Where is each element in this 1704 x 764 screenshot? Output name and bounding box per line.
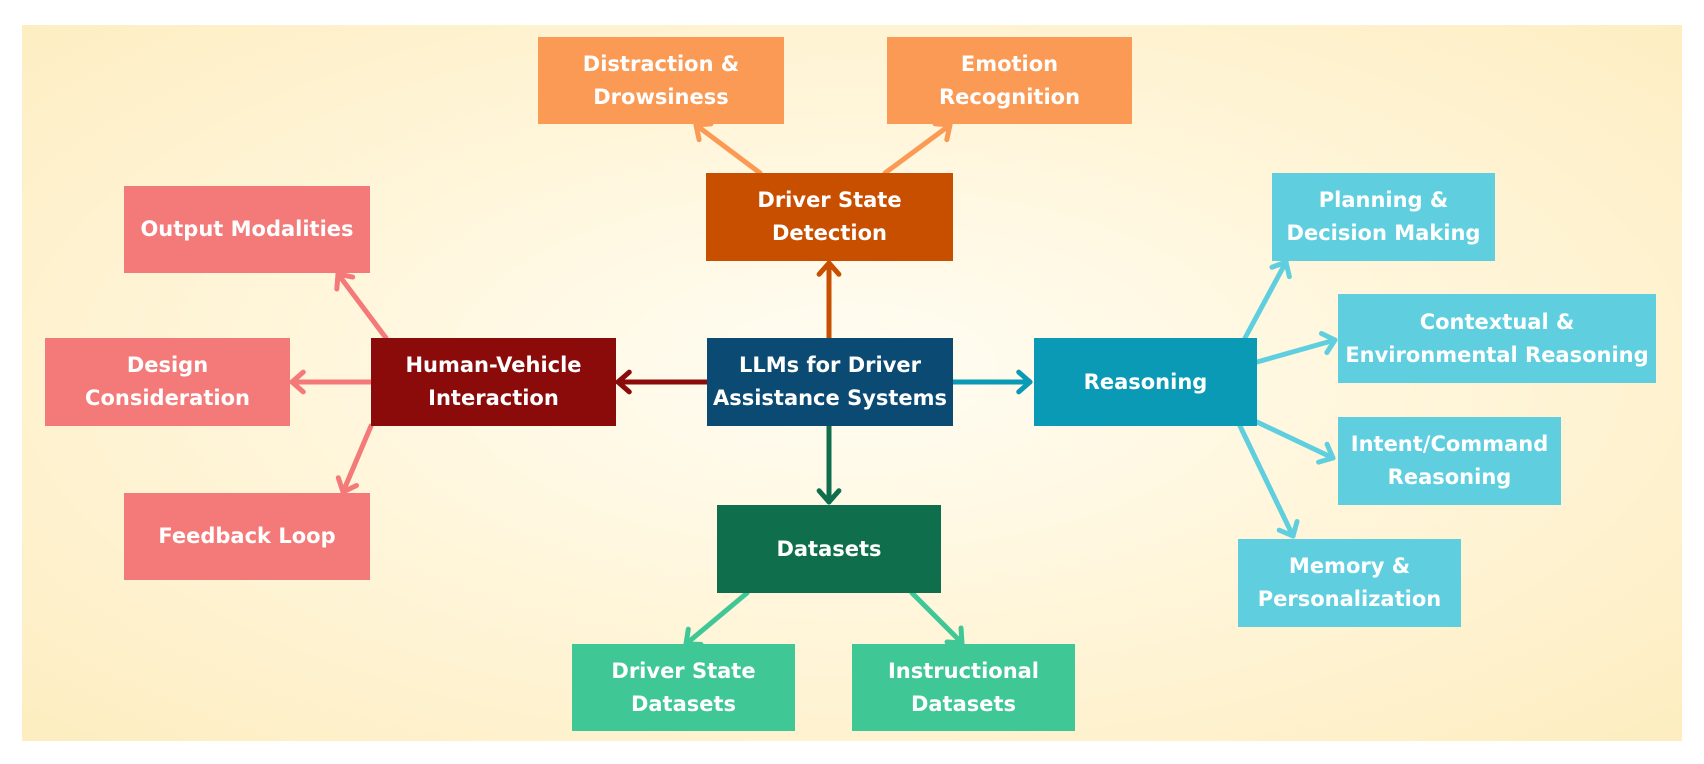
arrow-center-to-reasoning [950,369,1033,395]
arrow-to-output-modalities [334,271,389,341]
human-vehicle-interaction-node: Human-Vehicle Interaction [371,338,616,426]
arrow-to-intent [1254,419,1336,465]
output-modalities-node: Output Modalities [124,186,370,273]
intent-command-reasoning-node: Intent/Command Reasoning [1338,417,1561,505]
arrow-to-contextual [1254,331,1338,365]
emotion-recognition-node: Emotion Recognition [887,37,1132,124]
memory-personalization-node: Memory & Personalization [1238,539,1461,627]
design-consideration-node: Design Consideration [45,338,290,426]
contextual-environmental-reasoning-node: Contextual & Environmental Reasoning [1338,294,1656,383]
arrow-to-memory [1237,423,1300,539]
distraction-drowsiness-node: Distraction & Drowsiness [538,37,784,124]
reasoning-node: Reasoning [1034,338,1257,426]
instructional-datasets-node: Instructional Datasets [852,644,1075,731]
feedback-loop-node: Feedback Loop [124,493,370,580]
arrow-to-instructional-datasets [909,590,965,646]
center-node: LLMs for Driver Assistance Systems [707,338,953,426]
arrow-to-planning [1242,259,1292,341]
arrow-to-design-consideration [289,369,374,395]
arrow-to-feedback-loop [335,423,374,495]
arrow-to-driver-state-datasets [683,590,750,647]
planning-decision-making-node: Planning & Decision Making [1272,173,1495,261]
driver-state-detection-node: Driver State Detection [706,173,953,261]
driver-state-datasets-node: Driver State Datasets [572,644,795,731]
datasets-node: Datasets [717,505,941,593]
arrow-to-emotion [882,121,953,176]
arrow-center-to-hvi [615,369,710,395]
arrow-center-to-driver-state [816,260,842,341]
arrow-center-to-datasets [816,423,842,505]
arrow-to-distraction [693,121,763,176]
